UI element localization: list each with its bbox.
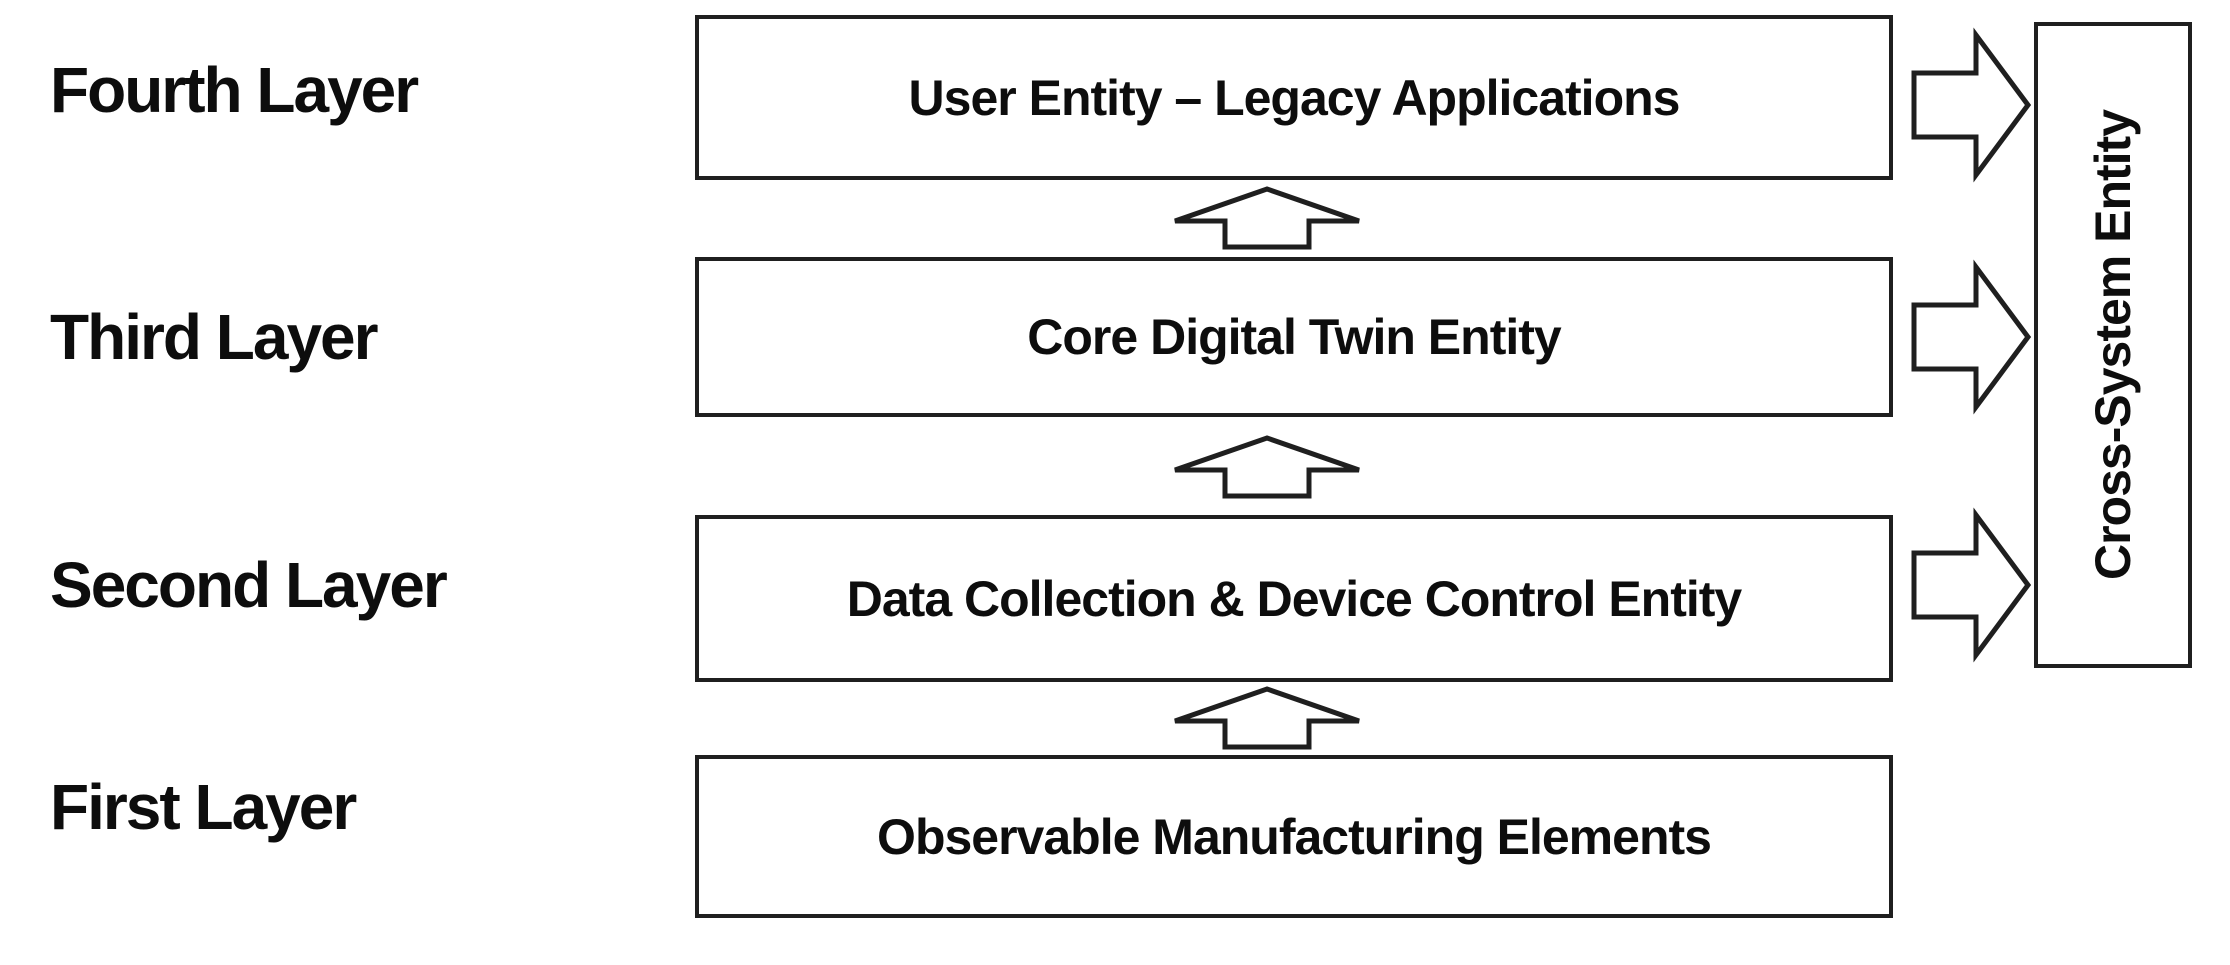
- entity-box-label: Core Digital Twin Entity: [1027, 309, 1561, 365]
- layer-label-first: First Layer: [50, 771, 357, 843]
- right-arrow-icon: [1910, 26, 2032, 184]
- entity-box-label: User Entity – Legacy Applications: [908, 69, 1681, 126]
- entity-box-core-digital-twin: Core Digital Twin Entity: [695, 257, 1893, 417]
- entity-box-label: Data Collection & Device Control Entity: [846, 570, 1742, 627]
- layer-label-third: Third Layer: [50, 301, 379, 373]
- layer-label-fourth: Fourth Layer: [50, 54, 419, 126]
- entity-box-data-collection: Data Collection & Device Control Entity: [695, 515, 1893, 682]
- right-arrow-icon: [1910, 258, 2032, 416]
- cross-system-entity-box: Cross-System Entity: [2034, 22, 2192, 668]
- up-arrow-icon: [1172, 686, 1362, 750]
- cross-system-entity-label: Cross-System Entity: [2085, 109, 2142, 581]
- layer-label-second: Second Layer: [50, 549, 448, 621]
- right-arrow-icon: [1910, 506, 2032, 664]
- entity-box-user-legacy: User Entity – Legacy Applications: [695, 15, 1893, 180]
- entity-box-label: Observable Manufacturing Elements: [877, 808, 1712, 865]
- entity-box-observable-elements: Observable Manufacturing Elements: [695, 755, 1893, 918]
- up-arrow-icon: [1172, 186, 1362, 250]
- up-arrow-icon: [1172, 435, 1362, 499]
